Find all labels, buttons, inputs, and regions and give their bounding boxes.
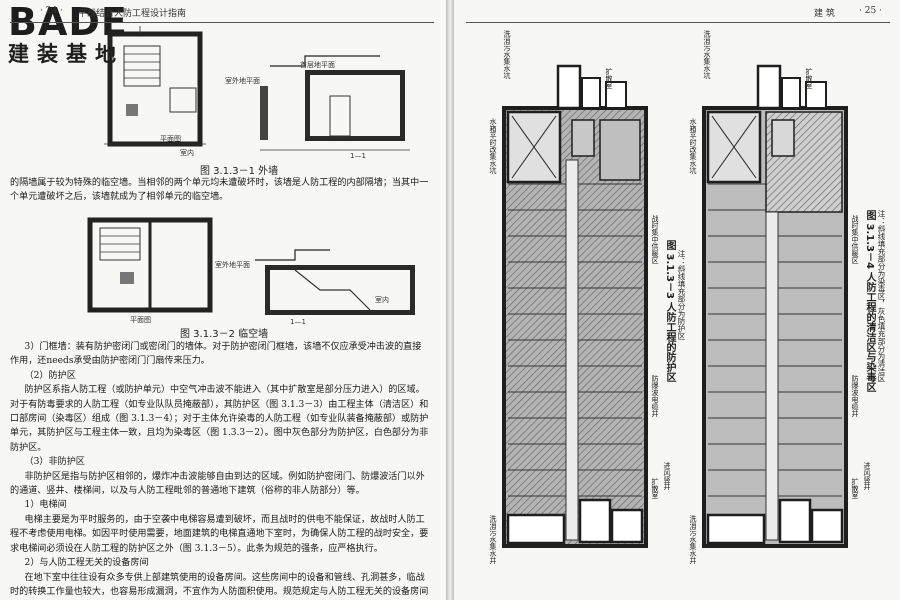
text-p9: 2）与人防工程无关的设备房间 — [24, 558, 149, 569]
figure-3-1-3-1-caption: 图 3.1.3－1 外墙 — [200, 166, 279, 177]
text-p6: 非防护区是指与防护区相邻的，爆炸冲击波能够自由到达的区域。例如防护密闭门、防爆波… — [10, 471, 425, 497]
fig4-label-bottom-a: 扩散室 — [851, 478, 859, 499]
right-header-rule — [466, 22, 890, 23]
fig3-label-bottom-a: 扩散室 — [651, 478, 659, 499]
left-running-title: 平战结合人防工程设计指南 — [78, 9, 187, 19]
fig3-label-top-right: 扩散室 — [605, 68, 613, 89]
plan-protection-zone — [502, 64, 648, 548]
fig3-label-middle-right: 战时集中供暖区 — [651, 215, 659, 264]
fig4-label-top-right: 扩散室 — [805, 68, 813, 89]
figure-3-1-3-2-caption: 图 3.1.3－2 临空墙 — [180, 329, 269, 340]
text-p3: （2）防护区 — [24, 370, 76, 381]
text-p8: 电梯主要是为平时服务的，由于空袭中电梯容易遭到破坏，而且战时的供电不能保证，故战… — [10, 514, 429, 554]
fig4-label-bottom-b: 进风竖井 — [863, 462, 871, 490]
plan-clean-contaminated-zone — [702, 64, 848, 548]
figure-3-1-3-4-note: 注：斜线填充部分为染毒区，灰色填充部分为清洁区 — [877, 210, 886, 383]
right-page: 建 筑 · 25 · — [454, 0, 900, 600]
fig3-label-lower-right: 防爆波电缆井 — [651, 375, 659, 417]
right-running-title: 建 筑 — [814, 9, 835, 19]
text-p1: 的隔墙属于较为特殊的临空墙。当相邻的两个单元均未遭破坏时，该墙是人防工程的内部隔… — [10, 178, 429, 203]
figure-3-1-3-4-caption: 图 3.1.3－4 人防工程的清洁区与染毒区 — [864, 210, 875, 393]
fig1-plan-label: 平面图 — [160, 135, 181, 143]
fig1-first-floor-label: 首层地平面 — [300, 61, 335, 69]
fig3-label-bottom-left: 洗消污水集水井 — [489, 515, 497, 564]
fig4-label-top-left: 洗消污水集水坑 — [703, 30, 711, 79]
fig1-outdoor-label: 室外地平面 — [225, 77, 260, 85]
figure-3-1-3-3-caption: 图 3.1.3－3 人防工程的防护区 — [664, 240, 675, 383]
fig4-label-left-upper: 水箱平时改集水坑 — [689, 118, 697, 174]
fig4-label-lower-right: 防爆波电缆井 — [851, 375, 859, 417]
fig3-label-top-left: 洗消污水集水坑 — [503, 30, 511, 79]
fig3-label-bottom-b: 进风竖井 — [663, 462, 671, 490]
figure-exposed-wall-drawing — [87, 217, 415, 315]
fig1-indoor-label: 室内 — [180, 149, 194, 157]
book-gutter — [446, 0, 454, 600]
paragraph-1: 的隔墙属于较为特殊的临空墙。当相邻的两个单元均未遭破坏时，该墙是人防工程的内部隔… — [10, 176, 430, 205]
watermark-sub: 建装基地 — [8, 42, 124, 66]
right-page-number: · 25 · — [859, 6, 882, 16]
text-p4: 防护区系指人防工程（或防护单元）中空气冲击波不能进入（其中扩散室是部分压力进入）… — [10, 385, 429, 453]
fig2-section-label: 1—1 — [290, 318, 306, 326]
figure-3-1-3-3-note: 注：斜线填充部分为防护区 — [677, 250, 686, 340]
text-p7: 1）电梯间 — [24, 500, 67, 511]
left-page-number: · 24 · — [40, 6, 63, 16]
fig3-label-left-upper: 水箱平时改集水坑 — [489, 118, 497, 174]
fig4-label-bottom-left: 洗消污水集水井 — [689, 515, 697, 564]
body-text: 3）门框墙：装有防护密闭门或密闭门的墙体。对于防护密闭门框墙，该墙不仅应承受冲击… — [10, 340, 430, 600]
fig2-indoor-label: 室内 — [375, 296, 389, 304]
figure-outer-wall-drawing — [104, 26, 410, 151]
fig2-outdoor-label: 室外地平面 — [215, 261, 250, 269]
left-page: BADE 建装基地 · 24 · 平战结合人防工程设计指南 — [0, 0, 446, 600]
text-p2: 3）门框墙：装有防护密闭门或密闭门的墙体。对于防护密闭门框墙，该墙不仅应承受冲击… — [10, 342, 422, 367]
text-p5: （3）非防护区 — [24, 457, 85, 468]
fig2-plan-label: 平面图 — [130, 316, 151, 324]
left-header-rule — [10, 22, 434, 23]
fig4-label-middle-right: 战时集中供暖区 — [851, 215, 859, 264]
text-p10: 在地下室中往往设有众多专供上部建筑使用的设备房间。这些房间中的设备和管线、孔洞甚… — [10, 572, 429, 597]
fig1-section-label: 1—1 — [350, 152, 366, 160]
